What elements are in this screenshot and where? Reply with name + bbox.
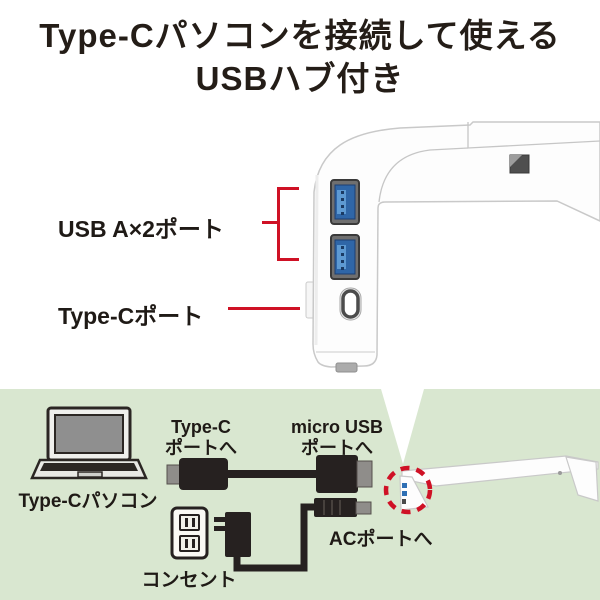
title-line-1: Type-Cパソコンを接続して使える [39,17,561,54]
product-corner-photo [305,121,600,373]
monitor-stand-icon [399,455,599,511]
corner-seam [378,147,469,203]
type-c-cable-label-line1: Type-C [171,417,231,437]
highlight-circle-icon [383,465,433,515]
usb-a-port-icon [330,234,360,280]
usb-bracket-arm-top [277,187,299,190]
title-line-2: USBハブ付き [195,60,405,97]
type-c-cable-label-line2: ポートへ [165,438,237,458]
zoom-beam [381,389,424,464]
usb-cable-icon [166,455,373,493]
connection-diagram-art [30,389,599,572]
leg-highlight [314,174,319,346]
usb-bracket-vertical [277,187,280,261]
usb-a-ports-label: USB A×2ポート [58,216,224,242]
usb-c-port-icon [339,287,362,321]
connection-diagram-panel: Type-Cパソコン Type-C ポートへ micro USB ポートへ コン… [0,389,600,600]
type-c-port-label: Type-Cポート [58,303,204,329]
micro-usb-label-line1: micro USB [290,417,384,437]
laptop-label: Type-Cパソコン [18,491,158,512]
micro-usb-label-line2: ポートへ [301,438,373,458]
type-c-cable-label: Type-C ポートへ [154,417,248,459]
micro-usb-label: micro USB ポートへ [281,417,393,459]
usb-a-port-icon [330,179,360,225]
page-title: Type-Cパソコンを接続して使える USBハブ付き [0,14,600,100]
cable-clip [509,154,530,174]
dc-plug-icon [314,498,372,517]
stand-corner-body [312,121,600,368]
laptop-icon [30,406,148,480]
usb-bracket-arm-bottom [277,258,299,261]
stand-foot [335,362,358,373]
outlet-label: コンセント [141,570,237,591]
usb-bracket-stem [262,221,277,224]
type-c-pointer-line [228,307,300,310]
ac-port-label: ACポートへ [329,529,433,550]
ac-adapter-icon [214,503,315,572]
wall-outlet-icon [170,506,209,560]
